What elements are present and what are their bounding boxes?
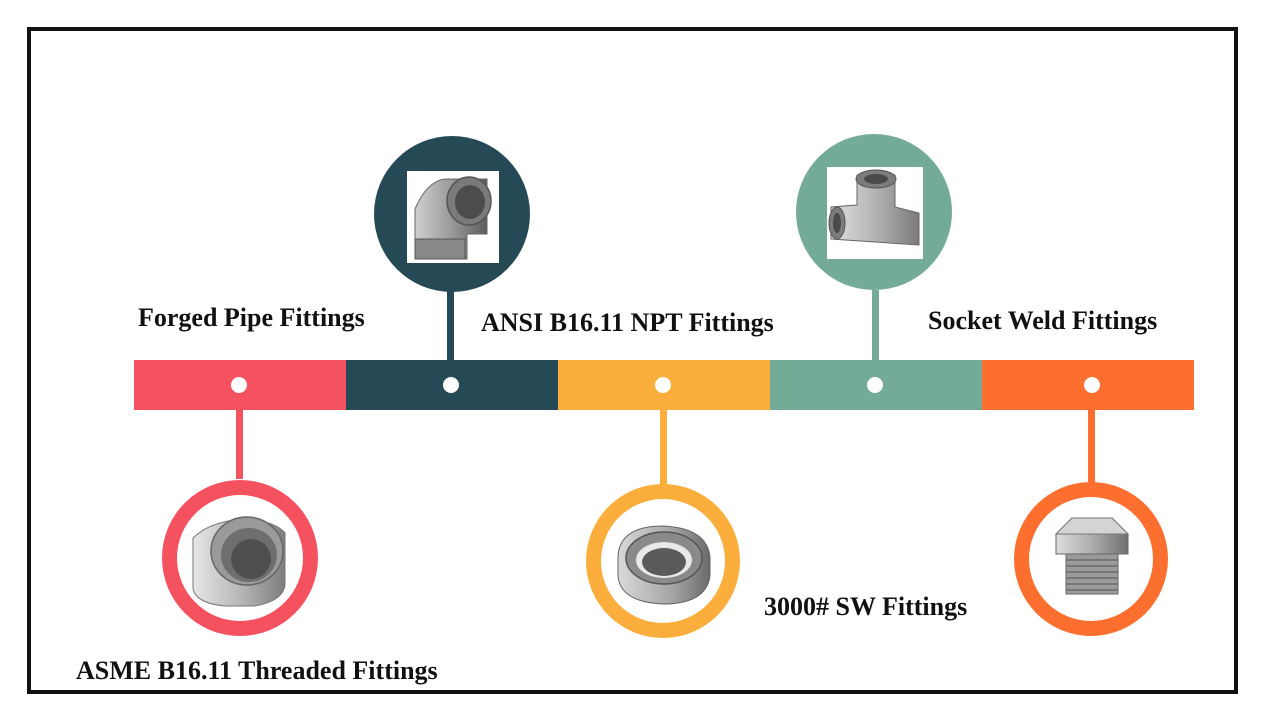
item-circle-4	[796, 134, 952, 290]
timeline-dot-3	[655, 377, 671, 393]
item-label-4: Socket Weld Fittings	[928, 306, 1158, 335]
hex-plug-icon	[1029, 497, 1153, 621]
stem-1	[236, 409, 243, 479]
item-circle-3	[586, 484, 740, 638]
item-circle-2	[374, 136, 530, 292]
item-label-5: 3000# SW Fittings	[764, 592, 968, 621]
item-circle-1	[162, 480, 318, 636]
pipe-cap-icon	[177, 495, 303, 621]
item-circle-5	[1014, 482, 1168, 636]
stem-3	[660, 409, 667, 489]
stem-4	[872, 290, 879, 361]
elbow-fitting-icon	[407, 171, 499, 263]
timeline-dot-2	[443, 377, 459, 393]
timeline-dot-1	[231, 377, 247, 393]
item-label-3: ANSI B16.11 NPT Fittings	[481, 308, 774, 337]
stem-2	[447, 288, 454, 361]
tee-fitting-icon	[827, 167, 923, 259]
item-label-2: Forged Pipe Fittings	[138, 303, 365, 332]
timeline-dot-4	[867, 377, 883, 393]
stem-5	[1088, 409, 1095, 485]
timeline-dot-5	[1084, 377, 1100, 393]
coupling-fitting-icon	[601, 499, 725, 623]
item-label-1: ASME B16.11 Threaded Fittings	[76, 656, 438, 685]
